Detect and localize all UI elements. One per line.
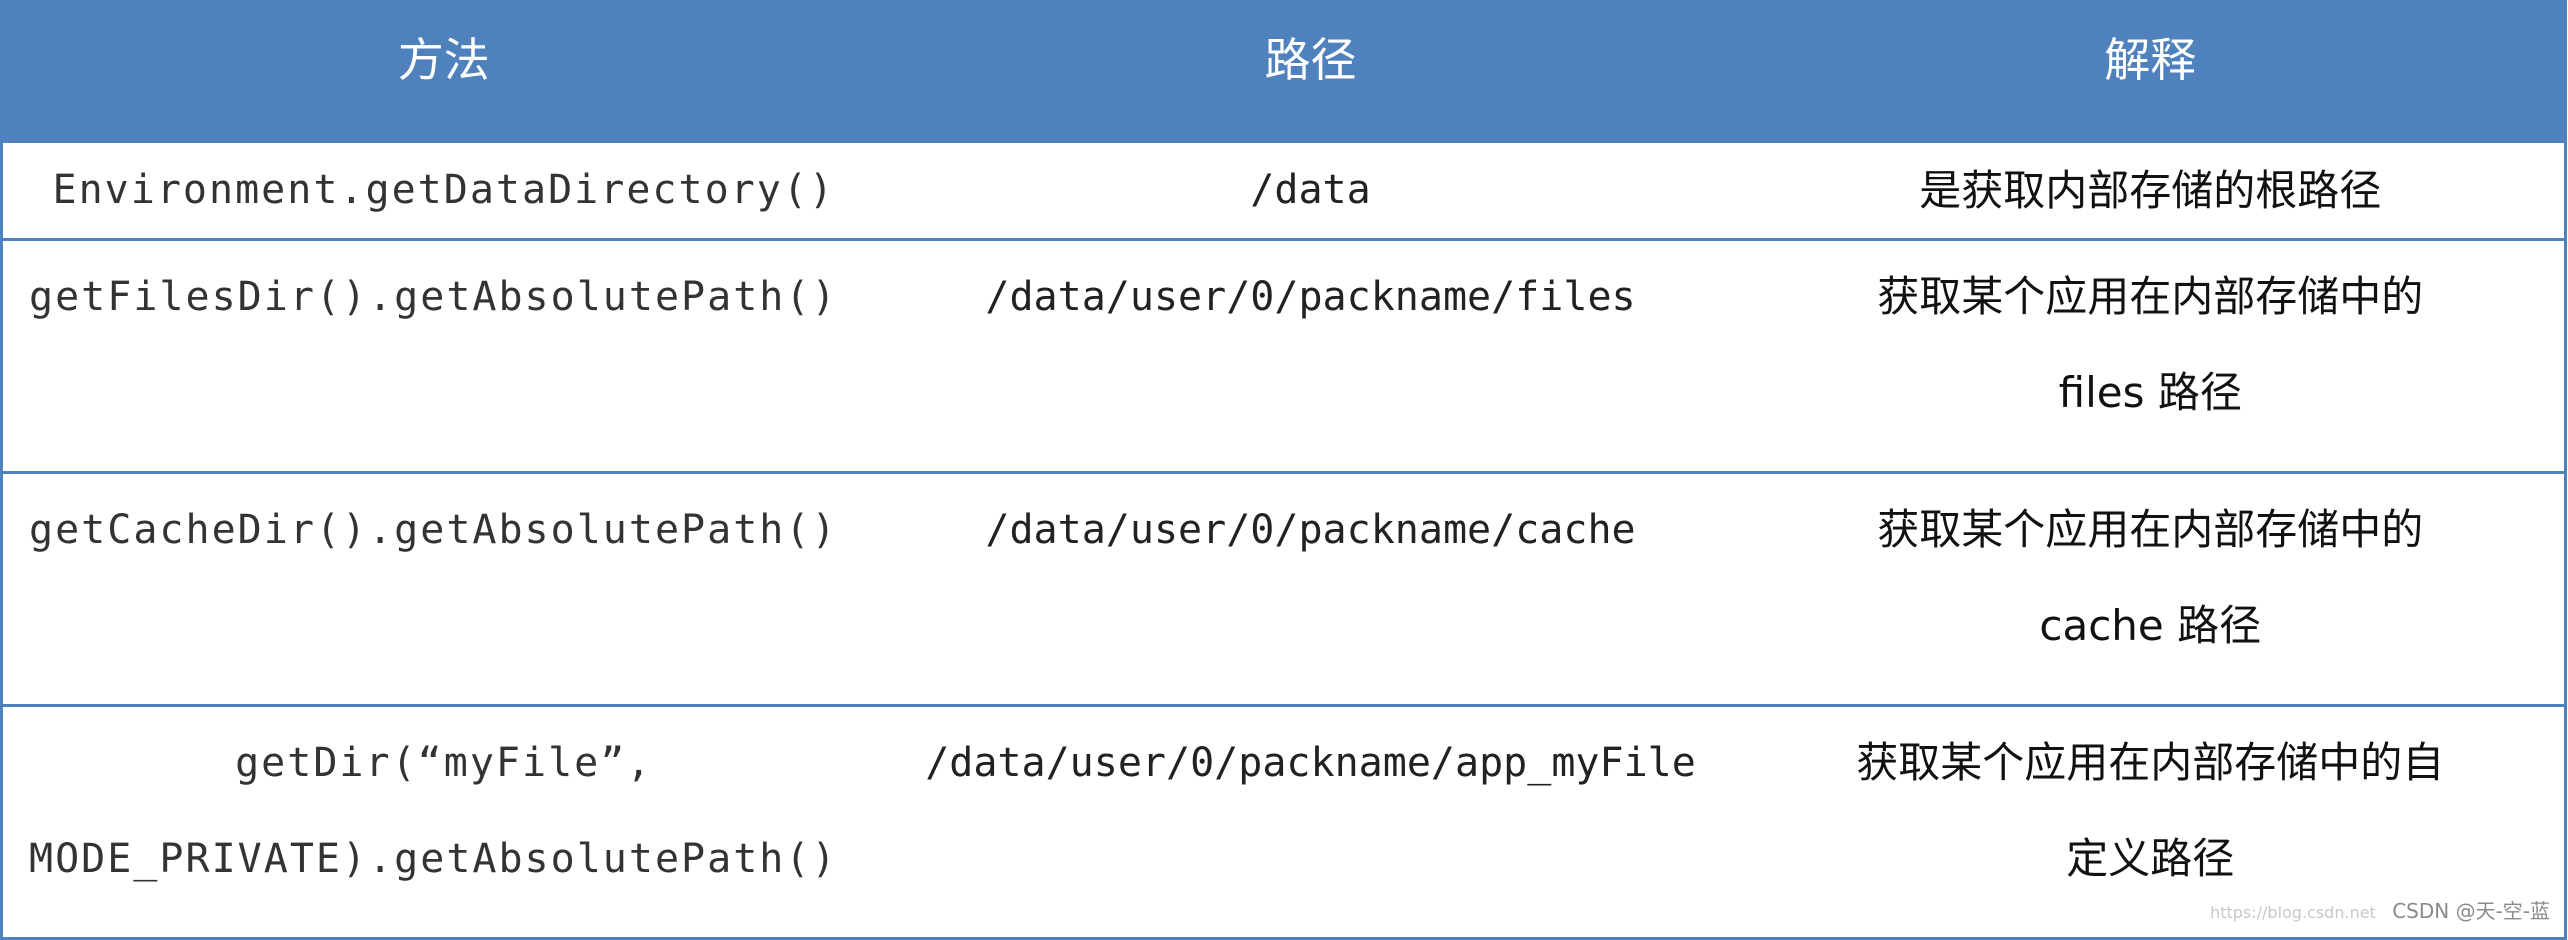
table-row: getDir(“myFile”, MODE_PRIVATE).getAbsolu…: [1, 705, 2566, 939]
path-cell: /data/user/0/packname/files: [885, 240, 1737, 473]
description-cell: 获取某个应用在内部存储中的 cache 路径: [1737, 473, 2566, 706]
path-text: /data/user/0/packname/app_myFile: [925, 740, 1696, 786]
description-text: 是获取内部存储的根路径: [1919, 166, 2382, 215]
description-text-line-2: 定义路径: [2066, 834, 2235, 883]
description-text-line-1: 获取某个应用在内部存储中的自: [1856, 738, 2445, 787]
path-cell: /data/user/0/packname/cache: [885, 473, 1737, 706]
column-header-method: 方法: [1, 1, 885, 140]
method-text: Environment.getDataDirectory(): [52, 167, 835, 213]
description-text-line-1: 获取某个应用在内部存储中的: [1877, 272, 2424, 321]
method-text: getCacheDir().getAbsolutePath(): [29, 507, 838, 553]
table-header-row: 方法 路径 解释: [1, 1, 2566, 140]
method-text-line-1: getDir(“myFile”,: [235, 740, 653, 786]
method-cell: getFilesDir().getAbsolutePath(): [2, 240, 885, 473]
watermark-text: CSDN @天-空-蓝: [2392, 899, 2550, 923]
description-cell: 获取某个应用在内部存储中的自 定义路径: [1737, 706, 2566, 939]
method-text-line-2: MODE_PRIVATE).getAbsolutePath(): [29, 836, 838, 882]
method-cell: Environment.getDataDirectory(): [2, 140, 885, 240]
path-text: /data/user/0/packname/cache: [985, 507, 1636, 553]
csdn-watermark: https://blog.csdn.net CSDN @天-空-蓝: [2204, 893, 2556, 926]
column-header-path: 路径: [884, 1, 1737, 140]
description-text-line-2: cache 路径: [2039, 601, 2262, 650]
table-row: Environment.getDataDirectory() /data 是获取…: [1, 140, 2566, 240]
table-row: getCacheDir().getAbsolutePath() /data/us…: [1, 472, 2566, 706]
path-text: /data: [1250, 167, 1371, 213]
description-text-line-1: 获取某个应用在内部存储中的: [1877, 505, 2424, 554]
method-text: getFilesDir().getAbsolutePath(): [29, 274, 838, 320]
description-text-line-2: files 路径: [2058, 368, 2242, 417]
method-cell: getCacheDir().getAbsolutePath(): [2, 473, 885, 706]
path-cell: /data: [885, 140, 1737, 240]
method-cell: getDir(“myFile”, MODE_PRIVATE).getAbsolu…: [2, 706, 885, 939]
path-cell: /data/user/0/packname/app_myFile: [885, 706, 1737, 939]
description-cell: 获取某个应用在内部存储中的 files 路径: [1737, 240, 2566, 473]
watermark-url: https://blog.csdn.net: [2210, 903, 2376, 922]
path-text: /data/user/0/packname/files: [985, 274, 1636, 320]
column-header-description: 解释: [1736, 1, 2566, 140]
description-cell: 是获取内部存储的根路径: [1737, 140, 2566, 240]
table-row: getFilesDir().getAbsolutePath() /data/us…: [1, 239, 2566, 473]
